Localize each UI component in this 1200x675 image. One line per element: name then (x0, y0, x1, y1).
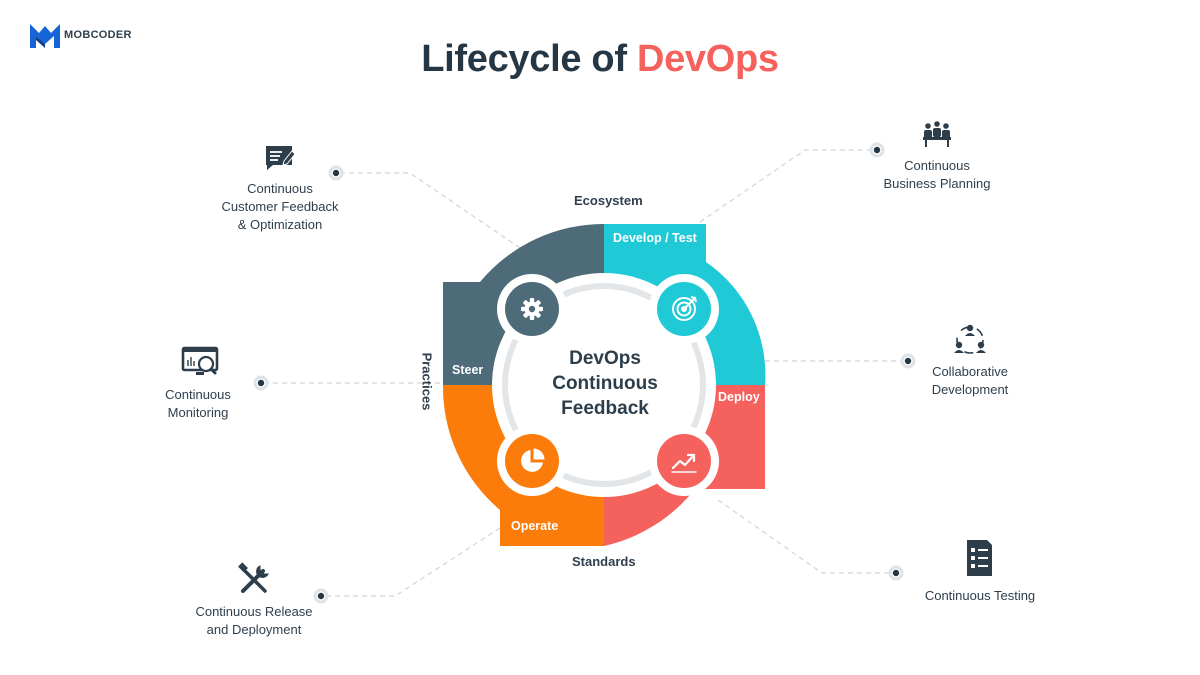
team-meeting-icon (923, 121, 951, 147)
practice-release-line2: and Deployment (206, 622, 302, 637)
segment-label-operate: Operate (511, 519, 559, 533)
ring-label-standards: Standards (572, 554, 636, 569)
connector-release (321, 527, 501, 597)
practice-continuous-testing: Continuous Testing (905, 587, 1055, 605)
connector-lines (262, 149, 908, 597)
dot-collaborative-dev-core (904, 357, 912, 365)
dot-monitoring-core (257, 379, 265, 387)
pie-chart-icon (521, 448, 545, 472)
brand-mark-icon (30, 24, 60, 48)
practice-continuous-monitoring: Continuous Monitoring (138, 386, 258, 422)
practice-business-planning-line1: Continuous (904, 158, 970, 173)
practice-monitoring-line1: Continuous (165, 387, 231, 402)
practice-business-planning-line2: Business Planning (883, 176, 991, 191)
practice-business-planning: Continuous Business Planning (862, 157, 1012, 193)
page-title: Lifecycle of DevOps (0, 38, 1200, 81)
practice-feedback-line1: Continuous (247, 181, 313, 196)
practice-monitoring-line2: Monitoring (167, 405, 229, 420)
tools-icon (238, 562, 269, 593)
center-line-3: Feedback (561, 398, 649, 419)
segment-label-steer: Steer (452, 363, 484, 377)
checklist-icon (967, 540, 992, 576)
connector-feedback (336, 172, 521, 249)
node-deploy (649, 426, 719, 496)
node-operate (497, 426, 567, 496)
brand-logo: MOBCODER (30, 22, 132, 48)
segment-nodes (497, 274, 719, 496)
practice-customer-feedback: Continuous Customer Feedback & Optimizat… (206, 180, 354, 234)
network-people-icon (954, 324, 986, 354)
practice-feedback-line3: & Optimization (237, 217, 323, 232)
dot-feedback-core (332, 169, 340, 177)
connector-business-planning (699, 149, 875, 223)
practice-collaborative-line1: Collaborative (932, 364, 1008, 379)
title-part-1: Lifecycle of (421, 38, 637, 80)
ring-label-practices: Practices (419, 352, 435, 411)
practice-release-deployment: Continuous Release and Deployment (178, 603, 330, 639)
feedback-icon (266, 146, 296, 170)
brand-name: MOBCODER (64, 29, 132, 41)
practice-testing-line1: Continuous Testing (924, 588, 1036, 603)
title-part-2: DevOps (636, 38, 779, 80)
dot-business-planning-core (873, 146, 881, 154)
connector-dots (253, 142, 916, 604)
gear-icon (521, 298, 543, 320)
segment-label-develop-test: Develop / Test (613, 231, 697, 245)
connector-testing (717, 499, 895, 574)
center-line-1: DevOps (569, 348, 641, 369)
segment-label-deploy: Deploy (718, 390, 760, 404)
center-title: DevOps Continuous Feedback (515, 346, 695, 421)
practice-collaborative-development: Collaborative Development (900, 363, 1040, 399)
monitor-search-icon (181, 346, 219, 375)
practice-feedback-line2: Customer Feedback (221, 199, 339, 214)
center-line-2: Continuous (552, 373, 658, 394)
practice-release-line1: Continuous Release (195, 604, 313, 619)
dot-testing-core (892, 569, 900, 577)
ring-inner-grey-band (502, 283, 706, 487)
growth-chart-icon (671, 453, 697, 473)
target-icon (672, 296, 697, 321)
practice-collaborative-line2: Development (931, 382, 1009, 397)
dot-release-core (317, 592, 325, 600)
ring-label-ecosystem: Ecosystem (574, 193, 643, 208)
